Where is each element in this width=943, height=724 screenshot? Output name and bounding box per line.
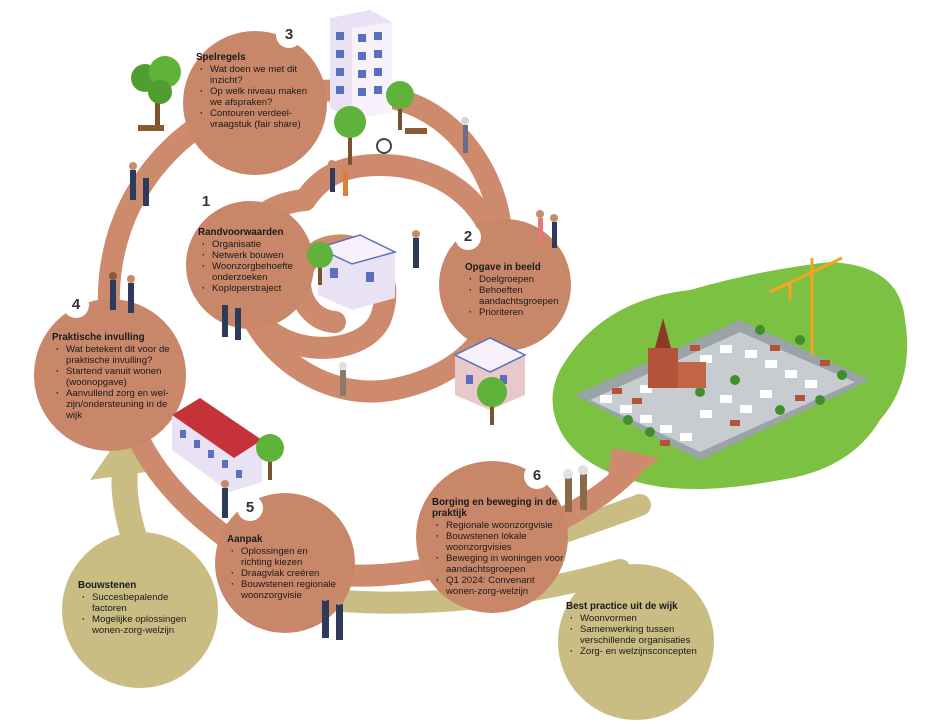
step-1-text: Randvoorwaarden Organisatie Netwerk bouw… (198, 227, 308, 294)
step-5-item: Draagvlak creëren (231, 568, 339, 579)
tree-icons (131, 56, 507, 480)
step-5-text: Aanpak Oplossingen en richting kiezen Dr… (227, 534, 339, 601)
step-number-1: 1 (193, 189, 219, 215)
step-number-5: 5 (237, 495, 263, 521)
step-number-2: 2 (455, 224, 481, 250)
bouwstenen-title: Bouwstenen (78, 580, 137, 591)
step-1-title: Randvoorwaarden (198, 227, 284, 238)
step-5-item: Bouwstenen regionale woonzorgvisie (231, 579, 339, 601)
spiral-path (97, 79, 660, 587)
step-1-item: Koploperstraject (202, 283, 308, 294)
crane-icon (769, 256, 843, 355)
step-3-item: Op welk niveau maken we afspraken? (200, 86, 318, 108)
step-1-item: Woonzorgbehoefte onderzoeken (202, 261, 308, 283)
step-3-title: Spelregels (196, 52, 246, 63)
step-6-title: Borging en beweging in de praktijk (432, 497, 558, 519)
step-5-item: Oplossingen en richting kiezen (231, 546, 339, 568)
step-6-item: Bouwstenen lokale woonzorgvisies (436, 531, 564, 553)
best-practice-title: Best practice uit de wijk (566, 601, 678, 612)
spiral-arrowhead (605, 448, 660, 500)
step-1-item: Netwerk bouwen (202, 250, 308, 261)
step-2-item: Prioriteren (469, 307, 575, 318)
small-house-center-icon (315, 234, 398, 310)
step-1-item: Organisatie (202, 239, 308, 250)
best-practice-item: Woonvormen (570, 613, 711, 624)
step-number-4: 4 (63, 292, 89, 318)
step-2-title: Opgave in beeld (465, 262, 541, 273)
step-3-item: Wat doen we met dit inzicht? (200, 64, 318, 86)
step-4-title: Praktische invulling (52, 332, 145, 343)
step-2-text: Opgave in beeld Doelgroepen Behoeften aa… (465, 262, 575, 318)
best-practice-text: Best practice uit de wijk Woonvormen Sam… (566, 601, 711, 657)
people-figures (109, 117, 588, 640)
step-4-item: Wat betekent dit voor de praktische invu… (56, 344, 184, 366)
step-2-item: Doelgroepen (469, 274, 575, 285)
step-6-item: Beweging in woningen voor aandachtsgroep… (436, 553, 564, 575)
bouwstenen-text: Bouwstenen Succesbepalende factoren Moge… (78, 580, 196, 636)
best-practice-item: Zorg- en welzijnsconcepten (570, 646, 711, 657)
step-number-3: 3 (276, 22, 302, 48)
step-3-text: Spelregels Wat doen we met dit inzicht? … (196, 52, 318, 130)
bouwstenen-item: Succesbepalende factoren (82, 592, 196, 614)
bouwstenen-item: Mogelijke oplossingen wonen-zorg-welzijn (82, 614, 196, 636)
apartment-tower-icon (330, 10, 392, 120)
step-4-text: Praktische invulling Wat betekent dit vo… (52, 332, 184, 421)
step-6-item: Regionale woonzorgvisie (436, 520, 564, 531)
step-6-item: Q1 2024: Convenant wonen-zorg-welzijn (436, 575, 564, 597)
city-landscape-illustration (552, 256, 908, 489)
best-practice-item: Samenwerking tussen verschillende organi… (570, 624, 711, 646)
row-houses-icon (172, 398, 262, 492)
step-5-title: Aanpak (227, 534, 263, 545)
step-2-item: Behoeften aandachtsgroepen (469, 285, 575, 307)
step-6-text: Borging en beweging in de praktijk Regio… (432, 497, 564, 597)
church-icon (648, 318, 706, 388)
step-4-item: Startend vanuit wonen (woonopgave) (56, 366, 184, 388)
step-3-item: Contouren verdeel-vraagstuk (fair share) (200, 108, 318, 130)
step-4-item: Aanvullend zorg en wel-zijn/ondersteunin… (56, 388, 184, 421)
corner-house-icon (453, 337, 527, 410)
step-number-6: 6 (524, 463, 550, 489)
